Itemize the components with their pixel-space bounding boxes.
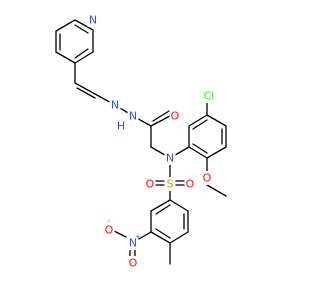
bond <box>74 24 89 34</box>
bond <box>113 230 127 238</box>
atom-label-background <box>201 171 213 185</box>
atom-label-background <box>127 236 139 250</box>
bond <box>55 19 76 32</box>
atom-label-background <box>127 109 139 123</box>
bond <box>169 231 189 244</box>
atom-o-s-right: O <box>186 178 195 191</box>
atom-label-background <box>109 98 121 112</box>
atom-o-nitro-left: O <box>105 224 114 237</box>
charge-o-nitro-left-minus: - <box>108 217 111 225</box>
atom-o-nitro-bottom: O <box>129 257 138 270</box>
bond <box>169 199 189 212</box>
bond <box>76 87 96 99</box>
atom-label-background <box>103 223 115 237</box>
bond <box>55 51 76 64</box>
bond <box>192 143 208 154</box>
bond <box>152 110 170 122</box>
bonds <box>55 19 227 265</box>
atom-label-background <box>127 256 139 270</box>
bond <box>206 146 227 159</box>
atom-label-background <box>169 109 181 123</box>
atom-n-pyridine: N <box>89 14 97 27</box>
bond <box>74 48 89 59</box>
atom-o-carbonyl: O <box>171 110 180 123</box>
bond <box>206 184 227 197</box>
bond <box>192 119 208 130</box>
bond <box>138 231 152 240</box>
atom-h-nh: H <box>117 120 125 133</box>
atom-label-background <box>87 13 99 27</box>
atom-label-background <box>115 119 127 133</box>
bond <box>206 114 227 127</box>
bond <box>188 146 208 159</box>
atom-n-nitro: N <box>129 237 137 250</box>
atom-cl: Cl <box>204 90 215 103</box>
bond <box>188 114 208 127</box>
bond <box>150 231 171 244</box>
atom-o-methoxy: O <box>203 172 212 185</box>
atom-label-background <box>164 177 176 191</box>
atom-label-background <box>201 89 217 103</box>
bond <box>74 19 94 31</box>
bond <box>155 228 171 239</box>
bond <box>155 204 171 215</box>
bond <box>150 115 171 127</box>
atom-o-s-left: O <box>146 178 155 191</box>
bond <box>74 82 96 95</box>
atom-n-sulfonamide: N <box>166 152 174 165</box>
atom-n-imine: N <box>111 99 119 112</box>
atom-nh: N <box>129 110 137 123</box>
atom-label-background <box>144 177 156 191</box>
bond <box>150 199 171 212</box>
atom-label-background <box>184 177 196 191</box>
atom-label-background <box>164 151 176 165</box>
bond <box>74 51 94 64</box>
charge-nitro-plus: + <box>135 233 141 241</box>
atom-s: S <box>167 178 174 191</box>
